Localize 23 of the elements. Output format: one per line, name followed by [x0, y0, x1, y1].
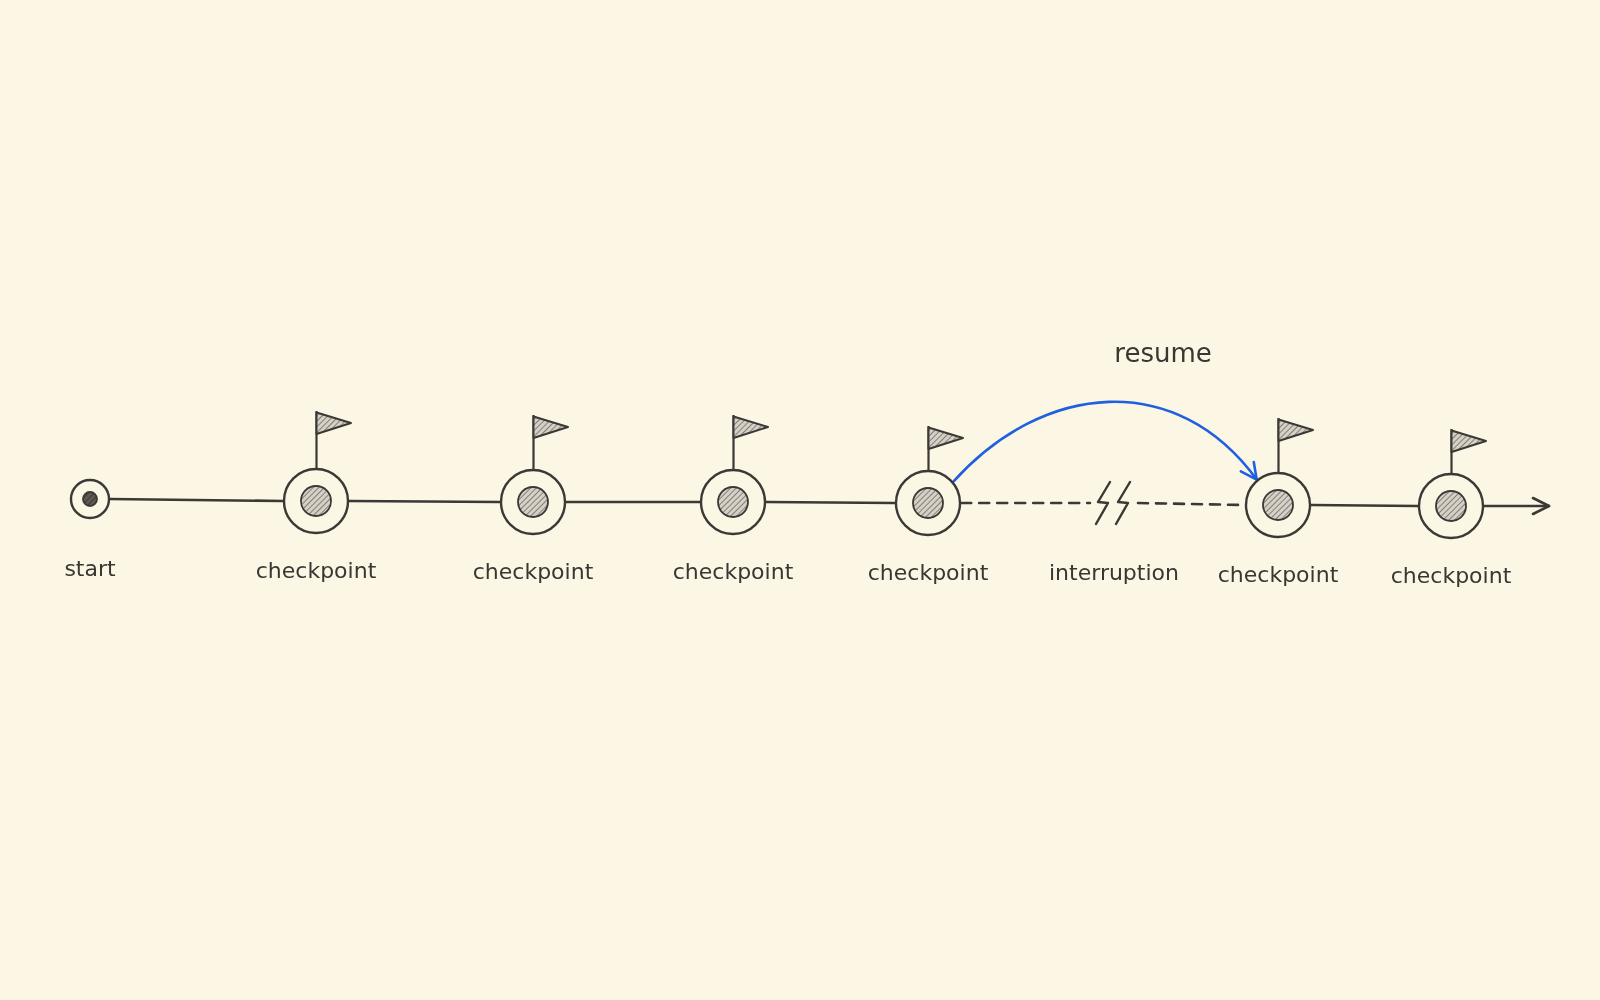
timeline-line — [564, 500, 702, 504]
node-marker — [699, 468, 767, 536]
timeline-line — [347, 499, 502, 504]
node-marker — [894, 469, 962, 537]
curved-arrow — [952, 400, 1258, 483]
timeline-line — [764, 500, 897, 505]
node-caption: checkpoint — [867, 559, 989, 587]
node-caption: checkpoint — [1390, 562, 1512, 590]
arrow — [1482, 496, 1551, 516]
node-caption: start — [64, 555, 116, 583]
node-marker — [1244, 471, 1312, 539]
node-caption: interruption — [1049, 559, 1179, 587]
dashed-line — [959, 501, 1092, 505]
node-marker — [499, 468, 567, 536]
node-caption: checkpoint — [255, 557, 377, 585]
timeline-line — [1309, 503, 1420, 508]
node-caption: checkpoint — [672, 558, 794, 586]
node-marker — [1417, 472, 1485, 540]
timeline-line — [108, 497, 285, 503]
start-dot — [69, 478, 111, 520]
node-caption: checkpoint — [472, 558, 594, 586]
node-caption: checkpoint — [1217, 561, 1339, 589]
node-marker — [282, 467, 350, 535]
